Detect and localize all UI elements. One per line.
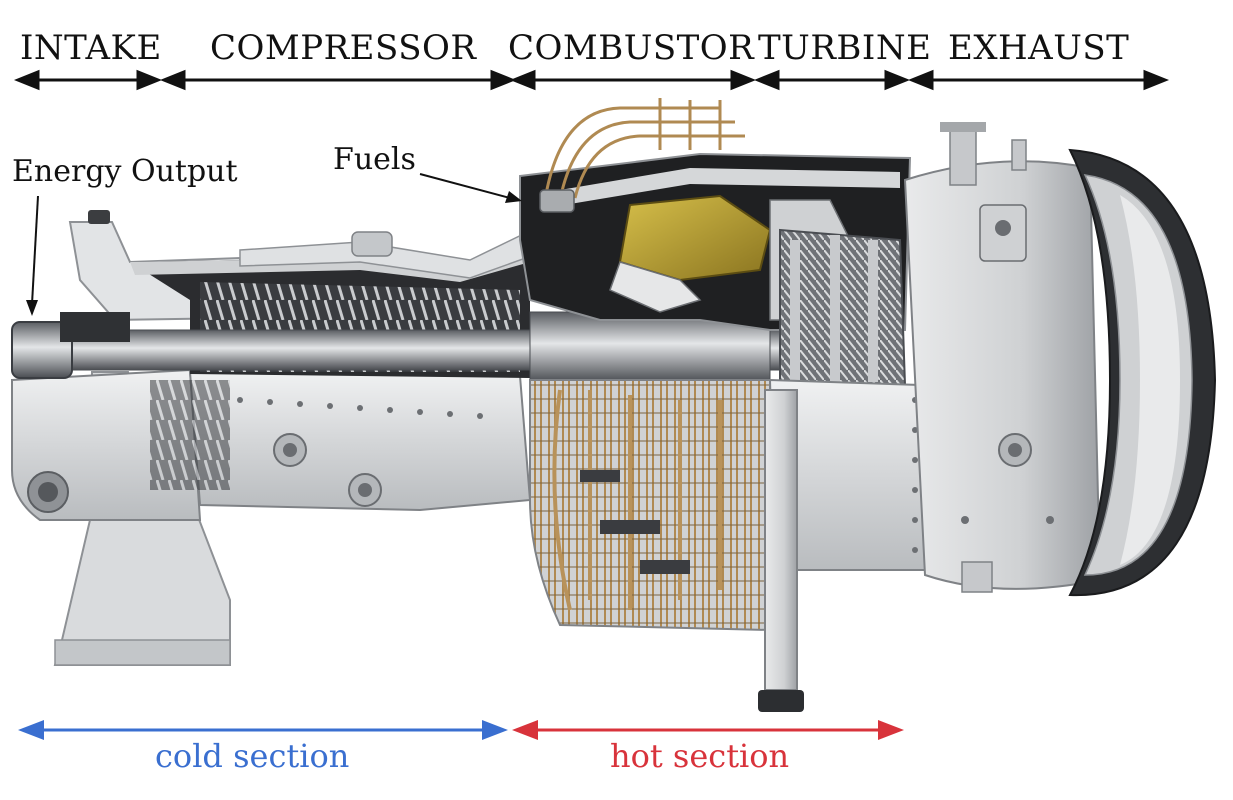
section-label-compressor: COMPRESSOR (210, 28, 477, 68)
rear-support-leg (764, 389, 798, 691)
section-arrow-turbine (753, 69, 911, 91)
energy-output-label: Energy Output (12, 154, 238, 189)
energy-output-arrow (26, 195, 39, 316)
section-arrow-compressor (159, 69, 517, 91)
cold-section-label: cold section (155, 737, 350, 775)
hot-section-label: hot section (610, 737, 790, 775)
section-arrows (13, 69, 1170, 91)
section-arrow-combustor (509, 69, 757, 91)
cold-section-arrow (18, 720, 508, 740)
fuel-injector-piping (543, 98, 745, 201)
section-label-exhaust: EXHAUST (948, 28, 1130, 68)
engine-illustration (11, 98, 1217, 712)
section-label-intake: INTAKE (20, 28, 162, 68)
fuels-label: Fuels (333, 142, 416, 177)
section-label-combustor: COMBUSTOR (508, 28, 755, 68)
section-label-turbine: TURBINE (758, 28, 932, 68)
section-arrow-intake (13, 69, 163, 91)
hot-section-arrow (512, 720, 904, 740)
section-arrow-exhaust (907, 69, 1170, 91)
fuels-arrow (419, 173, 522, 203)
